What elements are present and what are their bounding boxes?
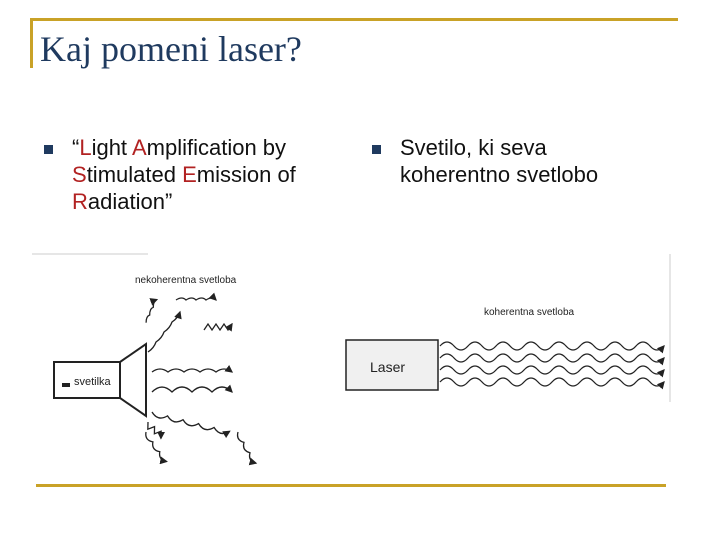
incoherent-caption: nekoherentna svetloba: [135, 275, 237, 286]
laser-device-icon: [345, 339, 439, 391]
incoherent-light-figure: nekoherentna svetloba svetilka: [32, 253, 258, 466]
description-line-1: Svetilo, ki seva: [400, 135, 547, 160]
acronym-definition: “Light Amplification by Stimulated Emiss…: [72, 134, 352, 215]
coherent-rays: [439, 341, 665, 390]
open-quote: “: [72, 135, 80, 160]
description-line-2: koherentno svetlobo: [400, 162, 599, 187]
frame-left-line: [30, 18, 33, 68]
frame-bottom-line: [36, 484, 666, 487]
coherent-caption: koherentna svetloba: [484, 307, 575, 318]
acronym-word-light: ight: [91, 135, 132, 160]
slide-title: Kaj pomeni laser?: [40, 29, 302, 69]
acronym-letter-l: L: [79, 135, 92, 160]
acronym-letter-s: S: [72, 162, 87, 187]
lamp-label: svetilka: [74, 376, 112, 388]
incoherent-rays: [145, 292, 258, 466]
acronym-word-amplification: mplification by: [146, 135, 287, 160]
close-quote: ”: [164, 189, 173, 214]
laser-label: Laser: [370, 359, 405, 375]
acronym-word-radiation: adiation: [87, 189, 165, 214]
acronym-letter-r: R: [72, 189, 88, 214]
bullet-square-icon: [372, 145, 381, 154]
frame-top-line: [30, 18, 678, 21]
acronym-letter-a: A: [131, 135, 147, 160]
acronym-word-emission: mission of: [196, 162, 296, 187]
bullet-square-icon: [44, 145, 53, 154]
coherent-light-figure: koherentna svetloba Laser: [345, 254, 671, 402]
acronym-letter-e: E: [182, 162, 197, 187]
acronym-word-stimulated: timulated: [86, 162, 183, 187]
lamp-icon: [53, 342, 147, 418]
